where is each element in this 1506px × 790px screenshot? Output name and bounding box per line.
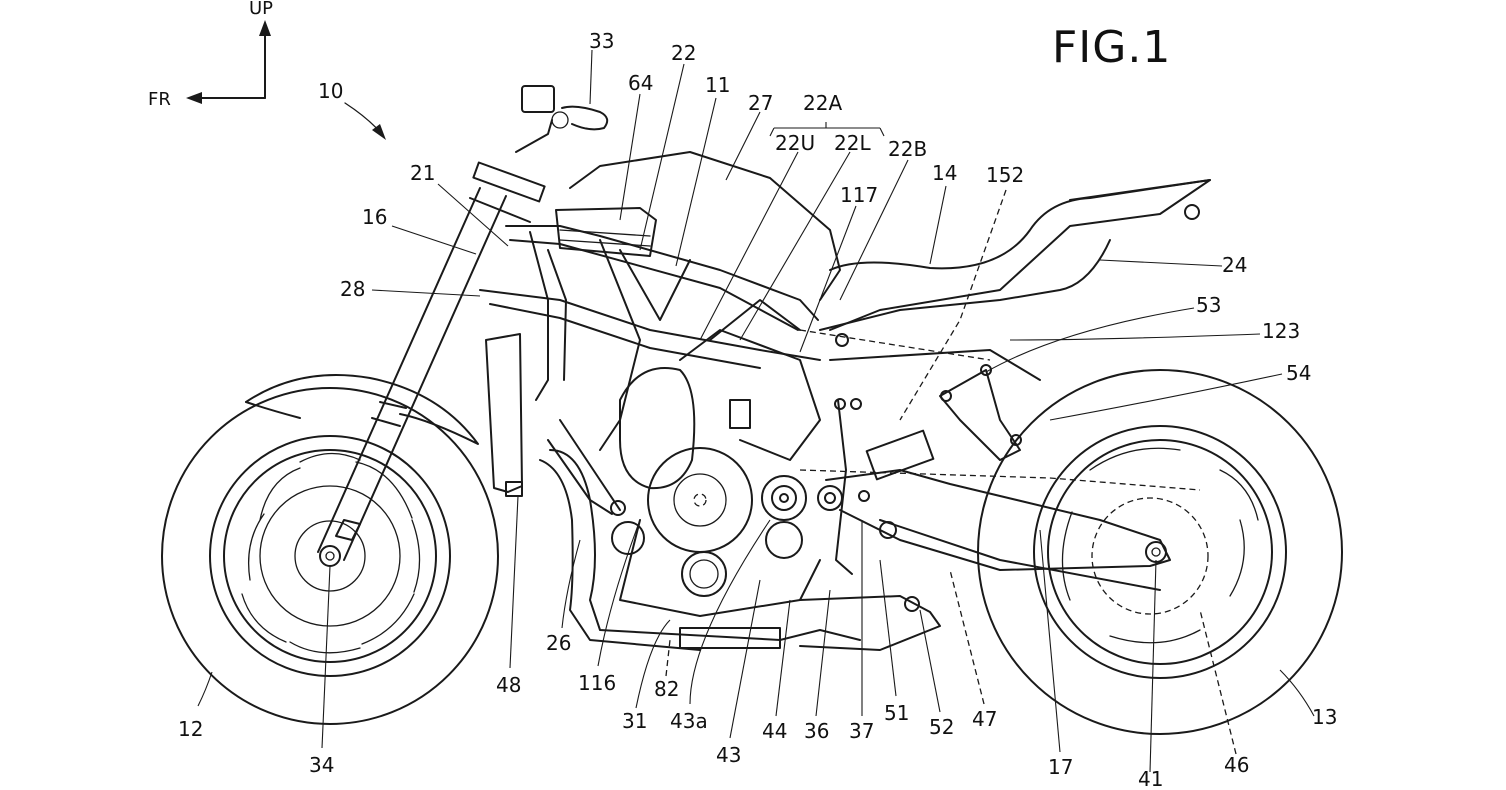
label-12: 12 (178, 717, 203, 741)
label-152: 152 (986, 163, 1024, 187)
exhaust (539, 449, 941, 651)
label-27: 27 (748, 91, 773, 115)
label-21: 21 (410, 161, 435, 185)
label-26: 26 (546, 631, 571, 655)
label-22: 22 (671, 41, 696, 65)
front-wheel (161, 374, 499, 725)
front-label: FR (148, 89, 171, 110)
swing-arm (799, 329, 1201, 612)
label-51: 51 (884, 701, 909, 725)
label-46: 46 (1224, 753, 1249, 777)
label-52: 52 (929, 715, 954, 739)
label-16: 16 (362, 205, 387, 229)
label-117: 117 (840, 183, 878, 207)
label-17: 17 (1048, 755, 1073, 779)
label-48: 48 (496, 673, 521, 697)
leader-lines (197, 49, 1315, 773)
rear-wheel (977, 369, 1343, 735)
figure-title: FIG.1 (1052, 22, 1171, 73)
seat-tail (819, 179, 1211, 381)
label-43a: 43a (670, 709, 708, 733)
label-37: 37 (849, 719, 874, 743)
label-33: 33 (589, 29, 614, 53)
label-64: 64 (628, 71, 653, 95)
fuel-tank (555, 151, 841, 301)
label-34: 34 (309, 753, 334, 777)
radiator (485, 333, 523, 497)
label-13: 13 (1312, 705, 1337, 729)
label-24: 24 (1222, 253, 1247, 277)
label-43: 43 (716, 743, 741, 767)
label-22L: 22L (834, 131, 871, 155)
label-11: 11 (705, 73, 730, 97)
front-fork (317, 85, 609, 561)
direction-indicator: UP FR (148, 0, 273, 110)
label-22A: 22A (803, 91, 842, 115)
label-10: 10 (318, 79, 343, 103)
label-22B: 22B (888, 137, 927, 161)
label-41: 41 (1138, 767, 1163, 786)
reference-labels: 10 33 64 22 11 27 22A 22U 22L 22B 14 152… (178, 29, 1337, 790)
up-label: UP (249, 0, 273, 19)
label-82: 82 (654, 677, 679, 701)
label-54: 54 (1286, 361, 1311, 385)
label-14: 14 (932, 161, 957, 185)
label-28: 28 (340, 277, 365, 301)
label-36: 36 (804, 719, 829, 743)
label-116: 116 (578, 671, 616, 695)
engine (611, 299, 821, 617)
label-44: 44 (762, 719, 787, 743)
label-53: 53 (1196, 293, 1221, 317)
label-47: 47 (972, 707, 997, 731)
label-22U: 22U (775, 131, 815, 155)
label-31: 31 (622, 709, 647, 733)
label-123: 123 (1262, 319, 1300, 343)
